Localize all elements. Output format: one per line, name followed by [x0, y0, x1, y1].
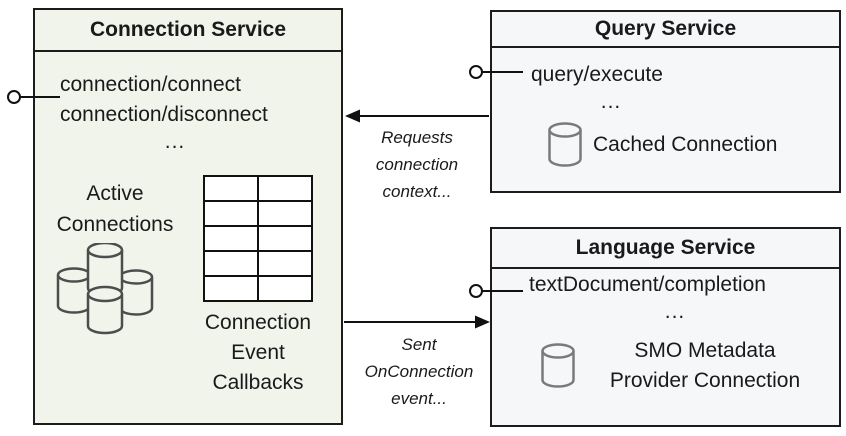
- database-icon: [541, 343, 575, 388]
- smo-metadata-provider-connection-label: SMO Metadata Provider Connection: [609, 339, 801, 392]
- cached-connection-group: Cached Connection: [548, 120, 777, 170]
- database-icon: [548, 122, 582, 167]
- smo-metadata-connection-group: SMO Metadata Provider Connection: [541, 336, 824, 396]
- database-cluster-icon: [56, 243, 154, 335]
- connection-service-methods: connection/connect connection/disconnect…: [60, 70, 290, 154]
- grid-row: [203, 275, 313, 302]
- language-service-methods: textDocument/completion ...: [529, 270, 821, 324]
- grid-row: [203, 175, 313, 202]
- query-service-box: Query Service query/execute ... Cached C…: [490, 10, 841, 193]
- sent-onconnection-event-label: Sent OnConnection event...: [364, 335, 474, 408]
- query-service-methods: query/execute ...: [531, 60, 691, 114]
- method-query-execute: query/execute: [531, 63, 663, 86]
- database-cylinder-bottom: [86, 285, 124, 335]
- query-service-title: Query Service: [492, 12, 839, 48]
- connection-event-callbacks-label: Connection Event Callbacks: [204, 311, 312, 394]
- more-methods-ellipsis: ...: [600, 90, 622, 113]
- grid-row: [203, 250, 313, 277]
- method-connection-disconnect: connection/disconnect: [60, 103, 268, 126]
- grid-row: [203, 225, 313, 252]
- method-connection-connect: connection/connect: [60, 73, 241, 96]
- more-methods-ellipsis: ...: [164, 130, 186, 153]
- sent-event-arrow: [344, 315, 490, 329]
- active-connections-label: Active Connections: [56, 182, 174, 236]
- more-methods-ellipsis: ...: [664, 300, 686, 323]
- cached-connection-label: Cached Connection: [593, 133, 778, 156]
- requests-connection-context-label: Requests connection context...: [375, 128, 459, 201]
- database-cylinder-left: [56, 267, 92, 314]
- database-cylinder-right: [118, 269, 154, 316]
- connection-service-title: Connection Service: [35, 10, 341, 52]
- connection-service-box: Connection Service connection/connect co…: [33, 8, 343, 425]
- callback-grid-icon: [203, 175, 313, 302]
- requests-connection-arrow: [345, 109, 489, 123]
- grid-row: [203, 200, 313, 227]
- language-service-title: Language Service: [492, 229, 839, 269]
- language-service-box: Language Service textDocument/completion…: [490, 227, 841, 427]
- method-textdocument-completion: textDocument/completion: [529, 273, 766, 296]
